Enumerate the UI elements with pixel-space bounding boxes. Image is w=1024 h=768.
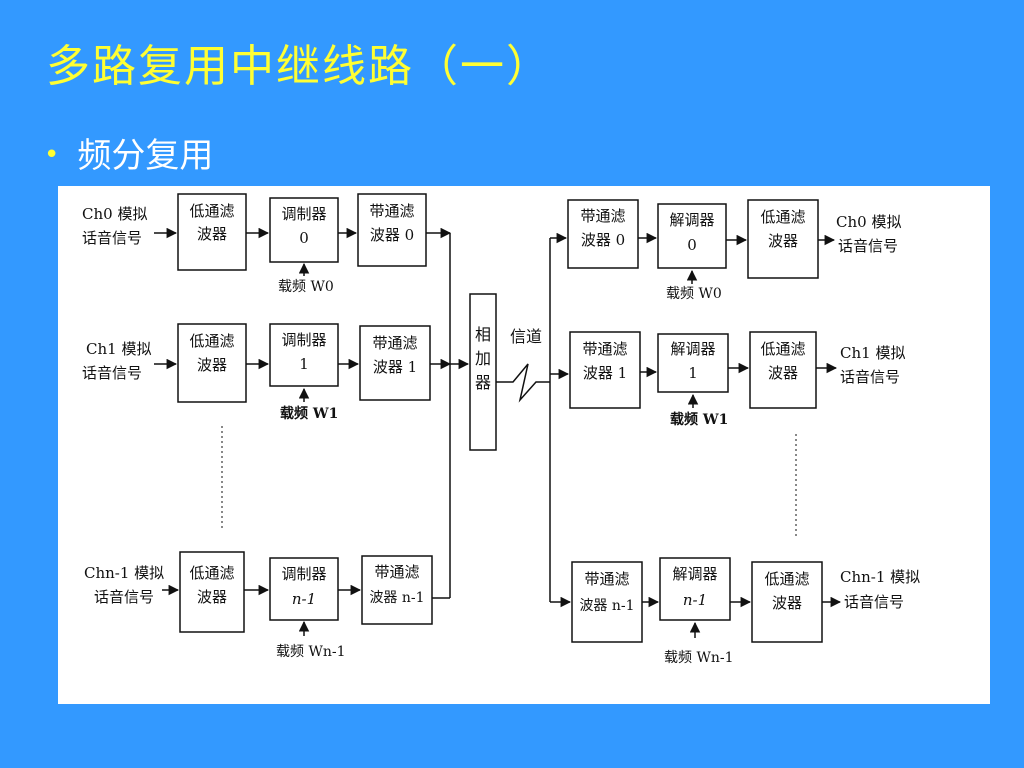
- tx-modulator-label: 调制器: [281, 331, 326, 349]
- rx-row-1: 带通滤 波器 1 解调器 1 载频 W1 低通滤 波器 Ch1 模拟 话音信号: [569, 331, 905, 428]
- rx-lpf-label: 低通滤: [760, 340, 805, 358]
- tx-bpf-label: 波器 n-1: [369, 590, 424, 606]
- adder-label: 加: [475, 349, 491, 368]
- rx-row-0: 带通滤 波器 0 解调器 0 载频 W0 低通滤 波器 Ch0 模拟 话音信号: [567, 199, 901, 302]
- rx-demodulator-label: 解调器: [670, 340, 715, 358]
- tx-lpf-label: 低通滤: [189, 564, 234, 582]
- rx-demodulator-box: [657, 333, 729, 393]
- tx-row-0: Ch0 模拟 话音信号 低通滤 波器 调制器 0 载频 W0 带通滤 波器 0: [82, 193, 452, 295]
- tx-row-1: Ch1 模拟 话音信号 低通滤 波器 调制器 1 载频 W1 带通滤 波器 1: [82, 323, 452, 422]
- tx-carrier-label: 载频 W1: [280, 405, 338, 422]
- rx-lpf-label: 低通滤: [760, 208, 805, 226]
- rx-lpf-label: 低通滤: [764, 570, 809, 588]
- tx-input-label: Chn-1 模拟: [84, 564, 164, 582]
- tx-modulator-label: 调制器: [281, 565, 326, 583]
- rx-row-n-1: 带通滤 波器 n-1 解调器 n-1 载频 Wn-1 低通滤 波器 Chn-1 …: [571, 557, 920, 666]
- tx-modulator-label: 0: [299, 229, 309, 247]
- slide-title: 多路复用中继线路（一）: [46, 41, 552, 92]
- fdm-diagram: Ch0 模拟 话音信号 低通滤 波器 调制器 0 载频 W0 带通滤 波器 0 …: [58, 186, 990, 704]
- tx-bandpass-filter-box: [359, 325, 431, 401]
- rx-demodulator-label: 解调器: [669, 211, 714, 229]
- rx-carrier-label: 载频 W0: [666, 286, 722, 302]
- tx-input-label: 话音信号: [82, 364, 142, 382]
- tx-lowpass-filter-box: [179, 551, 245, 633]
- rx-bpf-label: 带通滤: [584, 570, 629, 588]
- adder-box: [469, 293, 497, 451]
- rx-output-label: 话音信号: [840, 368, 900, 386]
- tx-lpf-label: 波器: [197, 588, 227, 606]
- channel-signal-icon: [496, 363, 546, 403]
- bullet-dot-icon: •: [44, 140, 60, 170]
- rx-bpf-label: 波器 1: [583, 364, 627, 382]
- rx-lpf-label: 波器: [768, 364, 798, 382]
- rx-bandpass-filter-box: [569, 331, 641, 409]
- tx-bpf-label: 带通滤: [374, 563, 419, 581]
- tx-lpf-label: 低通滤: [189, 202, 234, 220]
- rx-output-label: 话音信号: [838, 237, 898, 255]
- rx-lpf-label: 波器: [772, 594, 802, 612]
- rx-demodulator-box: [657, 203, 727, 269]
- tx-lpf-label: 波器: [197, 356, 227, 374]
- rx-demodulator-label: 1: [688, 364, 698, 382]
- rx-demodulator-label: 解调器: [672, 565, 717, 583]
- adder-label: 器: [475, 373, 491, 392]
- tx-lpf-label: 波器: [197, 225, 227, 243]
- rx-bpf-label: 波器 0: [581, 231, 625, 249]
- tx-input-label: 话音信号: [82, 229, 142, 247]
- tx-carrier-label: 载频 Wn-1: [276, 644, 346, 660]
- tx-modulator-box: [269, 197, 339, 263]
- tx-bpf-label: 带通滤: [372, 334, 417, 352]
- rx-bandpass-filter-box: [567, 199, 639, 269]
- fdm-diagram-svg: Ch0 模拟 话音信号 低通滤 波器 调制器 0 载频 W0 带通滤 波器 0 …: [82, 193, 920, 666]
- tx-input-label: Ch1 模拟: [86, 340, 151, 358]
- rx-demodulator-label: 0: [687, 236, 697, 254]
- rx-demodulator-box: [659, 557, 731, 621]
- rx-carrier-label: 载频 W1: [670, 411, 728, 428]
- rx-output-label: 话音信号: [844, 593, 904, 611]
- tx-bpf-label: 波器 0: [370, 226, 414, 244]
- tx-modulator-label: n-1: [292, 590, 316, 608]
- tx-modulator-box: [269, 557, 339, 621]
- tx-lowpass-filter-box: [177, 193, 247, 271]
- rx-bpf-label: 带通滤: [580, 207, 625, 225]
- rx-output-label: Chn-1 模拟: [840, 568, 920, 586]
- tx-modulator-box: [269, 323, 339, 387]
- tx-bandpass-filter-box: [357, 193, 427, 267]
- tx-input-label: 话音信号: [94, 588, 154, 606]
- adder-label: 相: [475, 325, 491, 344]
- tx-bandpass-filter-box: [361, 555, 433, 625]
- tx-carrier-label: 载频 W0: [278, 279, 334, 295]
- tx-bpf-label: 带通滤: [369, 202, 414, 220]
- bullet-text: 频分复用: [77, 136, 214, 176]
- bullet-item: • 频分复用: [44, 128, 213, 177]
- rx-lpf-label: 波器: [768, 232, 798, 250]
- tx-lowpass-filter-box: [177, 323, 247, 403]
- tx-modulator-label: 1: [299, 355, 309, 373]
- rx-lowpass-filter-box: [747, 199, 819, 279]
- tx-lpf-label: 低通滤: [189, 332, 234, 350]
- rx-lowpass-filter-box: [749, 331, 817, 409]
- rx-demodulator-label: n-1: [683, 591, 707, 609]
- channel-label: 信道: [510, 327, 542, 346]
- rx-output-label: Ch1 模拟: [840, 344, 905, 362]
- rx-bpf-label: 带通滤: [582, 340, 627, 358]
- rx-output-label: Ch0 模拟: [836, 213, 901, 231]
- tx-modulator-label: 调制器: [281, 205, 326, 223]
- rx-bpf-label: 波器 n-1: [579, 598, 634, 614]
- rx-carrier-label: 载频 Wn-1: [664, 650, 734, 666]
- tx-row-n-1: Chn-1 模拟 话音信号 低通滤 波器 调制器 n-1 载频 Wn-1 带通滤…: [84, 551, 450, 660]
- tx-bpf-label: 波器 1: [373, 358, 417, 376]
- tx-input-label: Ch0 模拟: [82, 205, 147, 223]
